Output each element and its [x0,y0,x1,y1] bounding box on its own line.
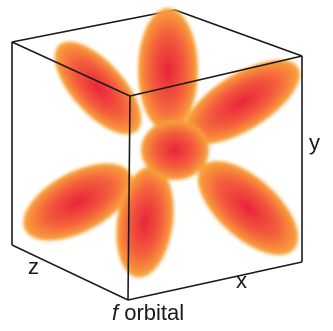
z-axis-label: z [28,256,39,278]
caption-orbital-word: orbital [124,300,184,325]
orbital-lobes [11,8,314,281]
figure-caption: f orbital [112,302,184,324]
caption-orbital-letter: f [112,300,118,325]
y-axis-label: y [309,132,320,154]
lobe-upper-left [40,28,156,149]
x-axis-label: x [236,270,247,292]
lobe-top [138,8,198,132]
lobe-center [141,120,209,180]
